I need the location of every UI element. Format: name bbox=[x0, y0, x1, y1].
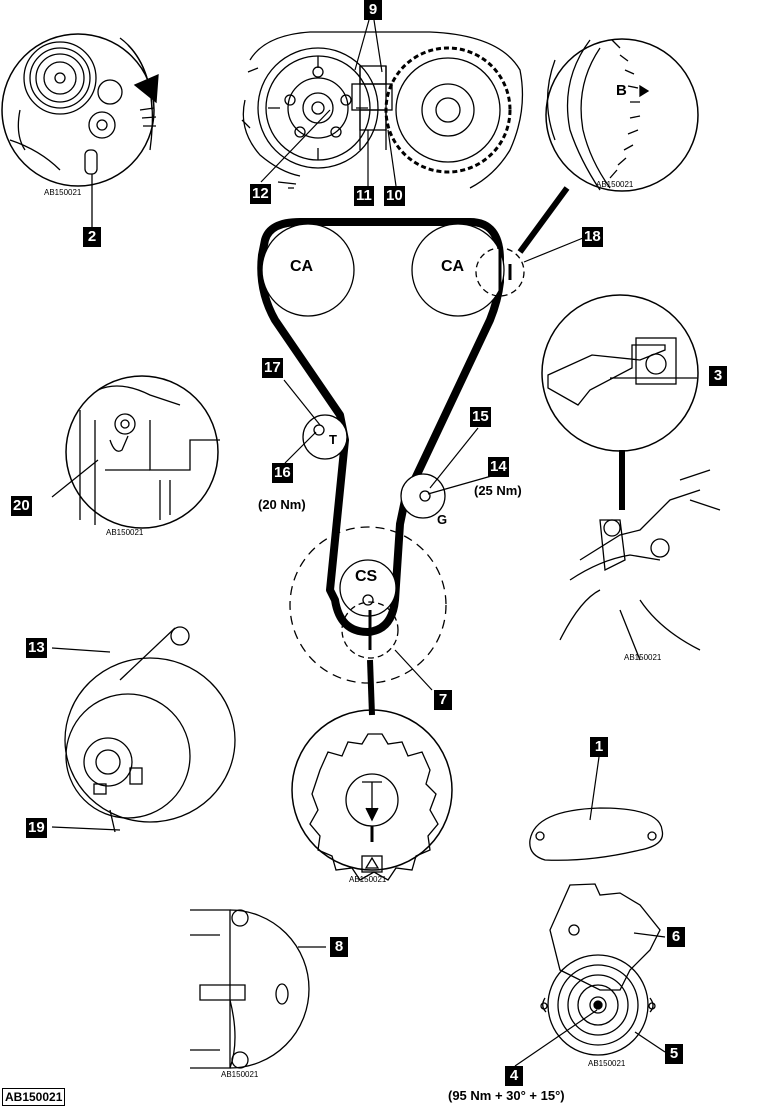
callout-17: 17 bbox=[262, 358, 283, 378]
detail-tensioner-bolt bbox=[65, 375, 220, 529]
callout-19: 19 bbox=[26, 818, 47, 838]
detail-crank-sprocket bbox=[291, 709, 453, 881]
callout-15: 15 bbox=[470, 407, 491, 427]
callout-13: 13 bbox=[26, 638, 47, 658]
detail-camshaft-lock bbox=[241, 31, 524, 189]
pulley-label-cam-left: CA bbox=[290, 258, 314, 275]
callout-5: 5 bbox=[665, 1044, 683, 1064]
connector-lines bbox=[367, 186, 625, 716]
sub-ref: AB150021 bbox=[221, 1070, 259, 1079]
figure-reference: AB150021 bbox=[2, 1088, 66, 1106]
callout-6: 6 bbox=[667, 927, 685, 947]
callout-4: 4 bbox=[505, 1066, 523, 1086]
sub-ref: AB150021 bbox=[596, 180, 634, 189]
pulleys bbox=[261, 223, 505, 617]
callout-11: 11 bbox=[354, 186, 374, 206]
tensioner-assembly bbox=[64, 626, 236, 833]
sub-ref: AB150021 bbox=[349, 875, 387, 884]
callout-20: 20 bbox=[11, 496, 32, 516]
torque-14: (25 Nm) bbox=[474, 483, 522, 498]
callout-1: 1 bbox=[590, 737, 608, 757]
callout-8: 8 bbox=[330, 937, 348, 957]
timing-cover-upper bbox=[529, 807, 664, 861]
callout-14: 14 bbox=[488, 457, 509, 477]
sub-ref: AB150021 bbox=[588, 1059, 626, 1068]
torque-4: (95 Nm + 30° + 15°) bbox=[448, 1088, 565, 1103]
leader-lines bbox=[51, 19, 697, 1067]
callout-9: 9 bbox=[364, 0, 382, 20]
callout-18: 18 bbox=[582, 227, 603, 247]
callout-2: 2 bbox=[83, 227, 101, 247]
detail-tensioner-lock bbox=[1, 33, 159, 232]
sub-ref: AB150021 bbox=[44, 188, 82, 197]
detail-crank-locking-plate bbox=[190, 909, 310, 1069]
detail-locking-tool bbox=[541, 294, 721, 661]
pulley-label-idler: G bbox=[437, 512, 448, 527]
timing-belt bbox=[257, 218, 504, 636]
pulley-label-crank: CS bbox=[355, 568, 378, 585]
pulley-label-cam-right: CA bbox=[441, 258, 465, 275]
timing-mark-label: B bbox=[616, 82, 627, 99]
callout-16: 16 bbox=[272, 463, 293, 483]
callout-10: 10 bbox=[384, 186, 405, 206]
callout-12: 12 bbox=[250, 184, 271, 204]
sub-ref: AB150021 bbox=[624, 653, 662, 662]
detail-cam-mark bbox=[545, 38, 699, 192]
callout-3: 3 bbox=[709, 366, 727, 386]
water-pump-assembly bbox=[540, 883, 661, 1056]
torque-16: (20 Nm) bbox=[258, 497, 306, 512]
callout-7: 7 bbox=[434, 690, 452, 710]
pulley-label-tensioner: T bbox=[329, 432, 337, 447]
sub-ref: AB150021 bbox=[106, 528, 144, 537]
crank-mark-circle bbox=[341, 601, 399, 659]
